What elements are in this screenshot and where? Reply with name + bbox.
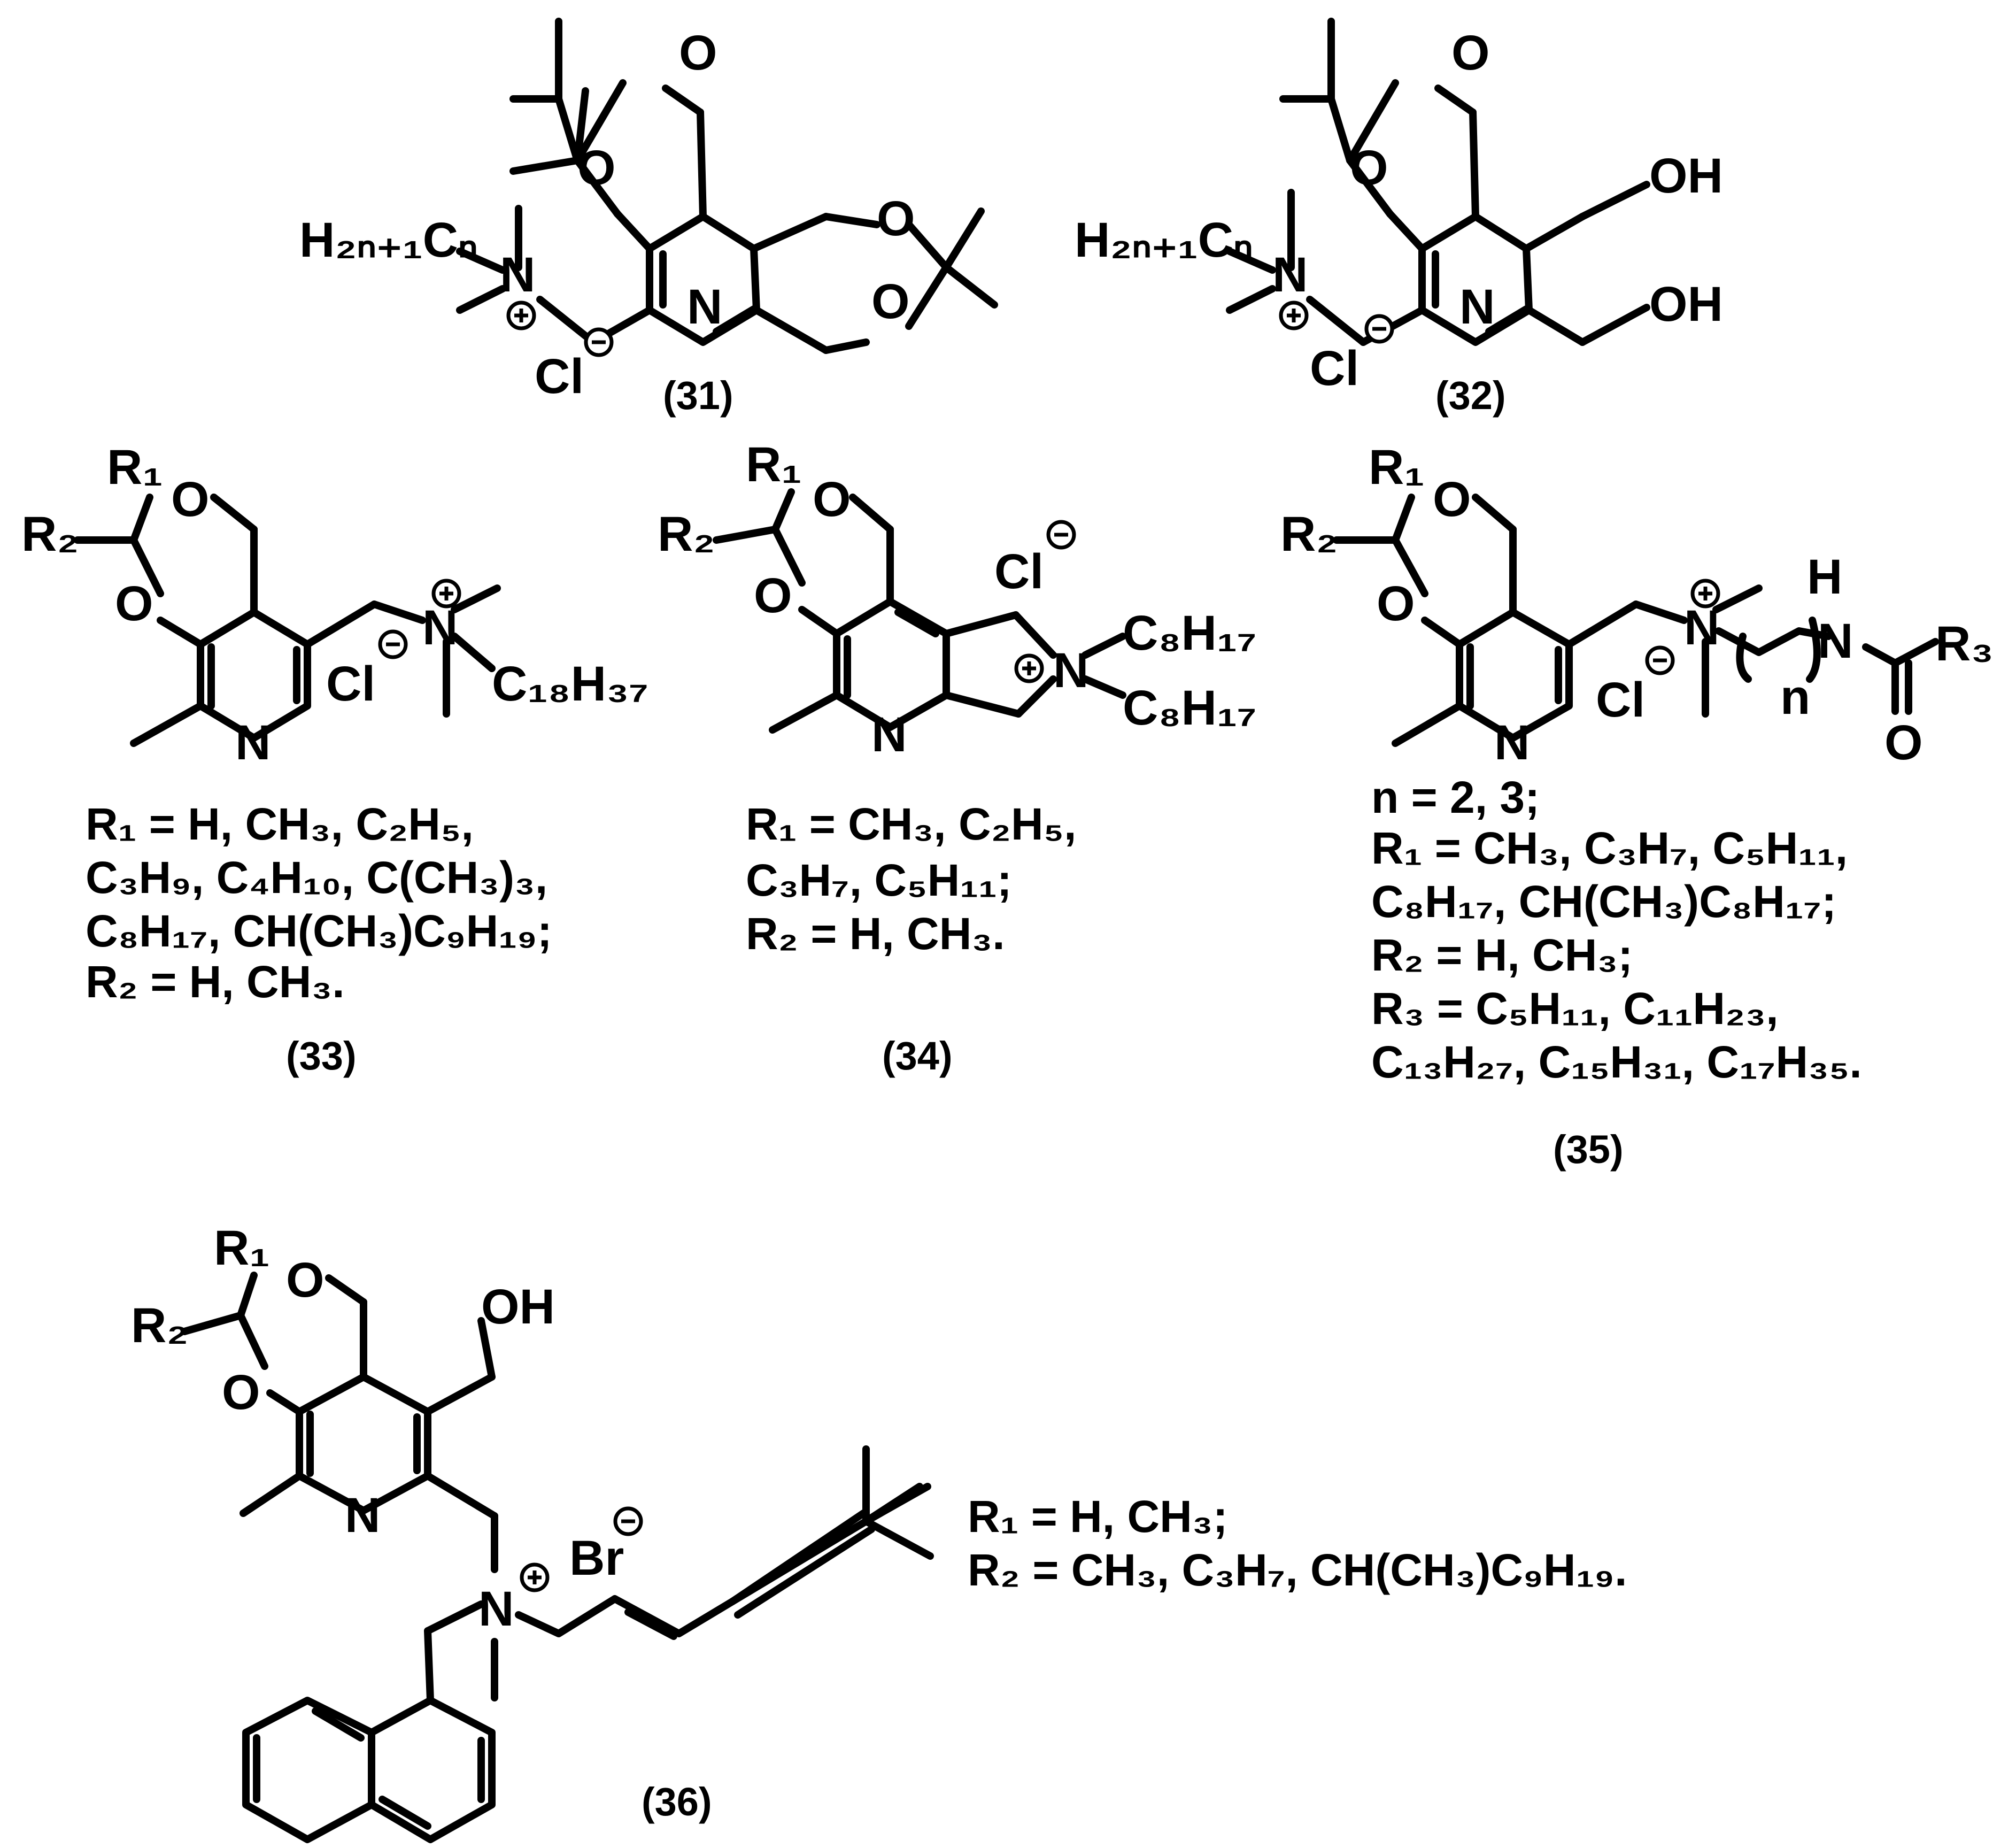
description-line: R₂ = H, CH₃. xyxy=(746,908,1005,959)
r1-label: R₁ xyxy=(107,440,163,495)
hydroxyl-label: OH xyxy=(1649,277,1723,332)
r3-label: R₃ xyxy=(1935,617,1994,671)
atom-o: O xyxy=(871,274,910,329)
atom-n: N xyxy=(422,600,458,655)
positive-charge-icon xyxy=(1690,579,1720,609)
alkyl-chain-label: C₁₈H₃₇ xyxy=(492,657,648,711)
hydroxyl-label: OH xyxy=(1649,149,1723,203)
atom-o: O xyxy=(1377,576,1415,631)
structure-32: O O OH OH N N H₂ₙ₊₁Cₙ Cl (32) xyxy=(1075,18,1723,418)
bromide-label: Br xyxy=(569,1531,624,1585)
atom-n: N xyxy=(1818,614,1853,668)
positive-charge-icon xyxy=(1014,653,1044,683)
positive-charge-icon xyxy=(520,1562,550,1592)
negative-charge-icon xyxy=(613,1506,643,1536)
chloride-label: Cl xyxy=(994,544,1044,599)
atom-o: O xyxy=(115,576,153,631)
chloride-label: Cl xyxy=(326,657,375,711)
negative-charge-icon xyxy=(1046,520,1076,550)
atom-o: O xyxy=(1350,141,1388,195)
description-line: R₂ = H, CH₃; xyxy=(1371,930,1633,980)
atom-o: O xyxy=(286,1253,325,1307)
negative-charge-icon xyxy=(378,629,408,659)
atom-n: N xyxy=(1684,600,1719,655)
structure-33: R₁ R₂ O O N N C₁₈H₃₇ Cl R₁ = H, CH₃, C₂H… xyxy=(21,440,648,1078)
atom-n: N xyxy=(1272,248,1308,302)
description-line: R₁ = H, CH₃; xyxy=(968,1491,1228,1542)
r1-label: R₁ xyxy=(746,437,802,492)
description-line: n = 2, 3; xyxy=(1371,772,1540,822)
atom-n: N xyxy=(1459,280,1495,334)
chloride-label: Cl xyxy=(1596,673,1645,727)
description-line: R₃ = C₅H₁₁, C₁₁H₂₃, xyxy=(1371,983,1779,1034)
negative-charge-icon xyxy=(1645,645,1675,675)
positive-charge-icon xyxy=(431,579,461,609)
alkyl-chain-label: H₂ₙ₊₁Cₙ xyxy=(299,213,478,267)
atom-n: N xyxy=(871,707,907,762)
atom-o: O xyxy=(1451,26,1490,80)
hydroxyl-label: OH xyxy=(481,1280,555,1334)
description-line: C₈H₁₇, CH(CH₃)C₉H₁₉; xyxy=(86,906,552,956)
description-line: R₁ = CH₃, C₂H₅, xyxy=(746,799,1076,849)
atom-n: N xyxy=(345,1488,380,1543)
structure-36: R₁ R₂ O O OH N N Br R₁ = H, CH₃; R₂ = CH… xyxy=(131,1221,1627,1843)
r2-label: R₂ xyxy=(1280,507,1338,561)
description-line: R₁ = H, CH₃, C₂H₅, xyxy=(86,799,474,849)
compound-label-32: (32) xyxy=(1435,373,1506,418)
r2-label: R₂ xyxy=(21,507,79,561)
r2-label: R₂ xyxy=(131,1298,188,1353)
atom-o: O xyxy=(577,141,616,195)
structure-35: R₁ R₂ O O N N n H N R₃ O Cl n = 2, 3; R₁… xyxy=(1280,440,1994,1172)
atom-o: O xyxy=(1884,715,1923,770)
atom-n: N xyxy=(1053,643,1088,698)
atom-o: O xyxy=(222,1365,260,1420)
r1-label: R₁ xyxy=(214,1221,270,1275)
atom-o: O xyxy=(171,472,210,527)
description-line: R₂ = H, CH₃. xyxy=(86,957,345,1007)
atom-o: O xyxy=(754,568,792,623)
description-line: C₈H₁₇, CH(CH₃)C₈H₁₇; xyxy=(1371,876,1836,927)
compound-label-34: (34) xyxy=(882,1034,953,1078)
description-line: C₃H₇, C₅H₁₁; xyxy=(746,855,1012,905)
positive-charge-icon xyxy=(1279,301,1309,330)
positive-charge-icon xyxy=(506,301,536,330)
compound-label-33: (33) xyxy=(286,1034,357,1078)
compound-label-36: (36) xyxy=(642,1780,712,1824)
compound-label-35: (35) xyxy=(1553,1127,1624,1172)
chloride-label: Cl xyxy=(1310,341,1359,396)
atom-n: N xyxy=(687,280,722,334)
amide-h-label: H xyxy=(1807,550,1842,604)
compound-label-31: (31) xyxy=(663,373,733,418)
r1-label: R₁ xyxy=(1369,440,1425,495)
atom-n: N xyxy=(1494,715,1530,770)
atom-n: N xyxy=(478,1582,514,1636)
alkyl-chain-label: C₈H₁₇ xyxy=(1123,681,1257,735)
negative-charge-icon xyxy=(584,327,614,357)
chloride-label: Cl xyxy=(535,349,584,404)
structure-34: R₁ R₂ O O N N C₈H₁₇ C₈H₁₇ Cl R₁ = CH₃, C… xyxy=(658,437,1257,1078)
atom-n: N xyxy=(500,248,535,302)
r2-label: R₂ xyxy=(658,507,715,561)
atom-o: O xyxy=(877,191,915,246)
alkyl-chain-label: C₈H₁₇ xyxy=(1123,606,1257,660)
description-line: C₃H₉, C₄H₁₀, C(CH₃)₃, xyxy=(86,852,547,903)
structure-31: O O O O N N H₂ₙ₊₁Cₙ Cl (31) xyxy=(299,18,998,418)
chain-length-n-label: n xyxy=(1780,670,1810,725)
atom-o: O xyxy=(1433,472,1471,527)
atom-o: O xyxy=(813,472,851,527)
atom-o: O xyxy=(679,26,717,80)
description-line: C₁₃H₂₇, C₁₅H₃₁, C₁₇H₃₅. xyxy=(1371,1037,1862,1087)
negative-charge-icon xyxy=(1364,314,1394,344)
atom-n: N xyxy=(235,715,271,770)
alkyl-chain-label: H₂ₙ₊₁Cₙ xyxy=(1075,213,1253,267)
description-line: R₂ = CH₃, C₃H₇, CH(CH₃)C₉H₁₉. xyxy=(968,1545,1627,1595)
description-line: R₁ = CH₃, C₃H₇, C₅H₁₁, xyxy=(1371,823,1848,873)
